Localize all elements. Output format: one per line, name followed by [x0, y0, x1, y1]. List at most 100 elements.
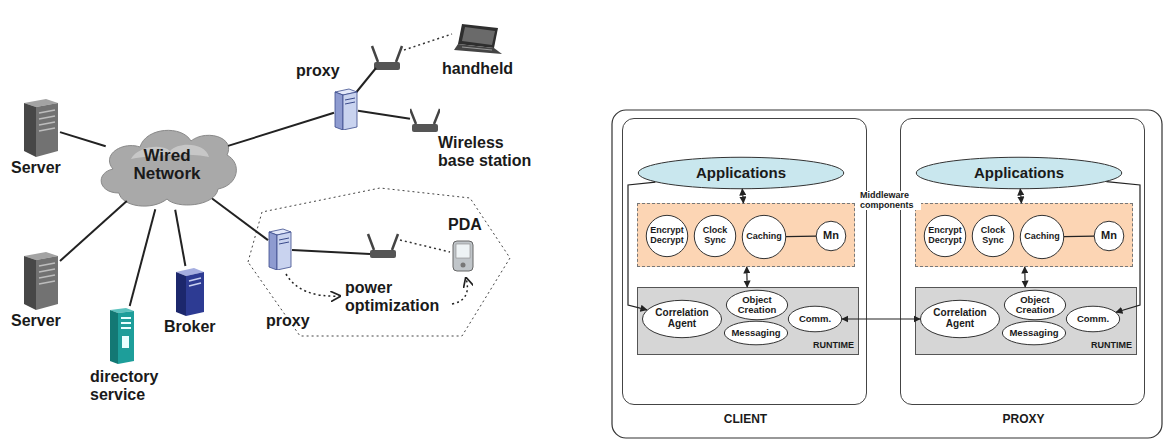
label-holder: Broker	[164, 318, 216, 336]
arrow-connector	[1064, 236, 1094, 238]
arrow-connector	[1020, 189, 1021, 203]
component-circle: Clock Sync	[694, 215, 736, 257]
node-label: RUNTIME	[813, 340, 854, 350]
ellipse-shape	[1002, 321, 1065, 345]
node-label: Middleware components	[859, 191, 921, 210]
arrow-connector	[1024, 267, 1026, 287]
dotted-region	[248, 188, 510, 336]
node-label: directory service	[90, 368, 158, 403]
annotation-label: power optimization	[345, 279, 439, 314]
arrow-connector	[742, 189, 743, 203]
arrow-connector	[746, 267, 748, 287]
node-label: Broker	[164, 318, 216, 335]
node-label: proxy	[296, 62, 340, 79]
circle-shape	[694, 215, 735, 256]
component-circle: Caching	[742, 215, 786, 259]
ellipse-shape	[724, 321, 787, 345]
arrow-connector	[628, 182, 655, 310]
node-label: Server	[11, 312, 61, 329]
wireless-link	[404, 34, 452, 50]
handheld-icon	[452, 22, 504, 56]
ellipse-shape	[1004, 290, 1065, 320]
label-holder: PROXY	[901, 409, 1146, 427]
middleware-box: Encrypt DecryptClock SyncCachingMn	[915, 203, 1133, 267]
node-label: Encrypt Decrypt	[648, 226, 686, 245]
proxy-icon	[268, 228, 292, 270]
label-holder: RUNTIME	[1091, 334, 1132, 352]
ellipse-shape	[726, 290, 787, 320]
node-label: Correlation Agent	[926, 308, 994, 330]
cloud-shape	[101, 130, 236, 206]
runtime-ellipse: Messaging	[1002, 321, 1066, 345]
application-ellipse: Applications	[637, 157, 845, 189]
ellipse-shape	[920, 300, 999, 337]
network-cloud: Wired Network	[92, 115, 242, 215]
node-label: Caching	[1024, 232, 1060, 242]
node-label: Comm.	[1077, 314, 1109, 324]
server-node: Server	[20, 95, 60, 157]
circle-shape	[646, 215, 687, 256]
node-label: handheld	[442, 60, 513, 77]
proxy-node: proxy	[268, 228, 292, 270]
node-label: Correlation Agent	[648, 308, 716, 330]
component-circle: Caching	[1020, 215, 1064, 259]
circle-shape	[972, 215, 1013, 256]
directory-icon	[108, 306, 136, 364]
node-label: Messaging	[731, 328, 780, 338]
directory-node: directory service	[108, 306, 136, 364]
node-label: Object Creation	[1009, 295, 1061, 316]
runtime-ellipse: Comm.	[1066, 306, 1120, 332]
component-circle: Clock Sync	[972, 215, 1014, 257]
pda-node: PDA	[452, 240, 474, 272]
network-link	[130, 209, 156, 306]
runtime-ellipse: Object Creation	[726, 290, 788, 320]
wired-link	[292, 250, 370, 254]
runtime-box: RUNTIME Correlation Agent Object CreationM…	[637, 287, 859, 355]
label-holder: Wireless base station	[438, 134, 542, 170]
proxy-node: proxy	[334, 88, 358, 130]
tier-panel: CLIENTApplicationsMiddleware componentsE…	[622, 118, 867, 405]
outer-frame	[612, 110, 1162, 438]
network-link	[60, 201, 127, 261]
broker-node: Broker	[174, 266, 206, 316]
handheld-node: handheld	[452, 22, 504, 56]
node-label: Clock Sync	[696, 226, 734, 245]
node-label: Messaging	[1009, 328, 1058, 338]
node-label: Object Creation	[731, 295, 783, 316]
server-node: Server	[20, 248, 60, 310]
node-label: proxy	[266, 312, 310, 329]
node-label: Wireless base station	[438, 134, 531, 169]
dotted-arrow	[286, 274, 340, 296]
ellipse-shape	[916, 157, 1122, 188]
node-label: Applications	[974, 165, 1064, 181]
label-holder: proxy	[296, 62, 340, 80]
label-holder: Server	[11, 159, 61, 177]
broker-icon	[174, 266, 206, 316]
access-point	[368, 234, 398, 258]
node-label: Clock Sync	[974, 226, 1012, 245]
tier-panel: PROXYApplicationsEncrypt DecryptClock Sy…	[900, 118, 1145, 405]
pda-icon	[452, 240, 474, 272]
label-holder: power optimization	[345, 279, 451, 315]
runtime-ellipse: Object Creation	[1004, 290, 1066, 320]
arrow-connector	[842, 318, 920, 319]
runtime-ellipse: Comm.	[788, 306, 842, 332]
node-label: PDA	[448, 216, 482, 233]
component-circle: Mn	[816, 221, 846, 251]
label-holder: PDA	[448, 216, 482, 234]
runtime-box: RUNTIME Correlation Agent Object CreationM…	[915, 287, 1137, 355]
base-station-node: Wireless base station	[410, 108, 440, 134]
node-label: Applications	[696, 165, 786, 181]
ellipse-shape	[1066, 306, 1119, 332]
ellipse-shape	[642, 300, 721, 337]
access-point-icon	[410, 108, 440, 134]
label-holder: Server	[11, 312, 61, 330]
node-label: RUNTIME	[1091, 340, 1132, 350]
ellipse-shape	[788, 306, 841, 332]
runtime-ellipse: Correlation Agent	[642, 300, 722, 338]
wireless-link	[400, 240, 450, 252]
node-label: PROXY	[1002, 412, 1044, 426]
middleware-box: Middleware componentsEncrypt DecryptCloc…	[637, 203, 855, 267]
